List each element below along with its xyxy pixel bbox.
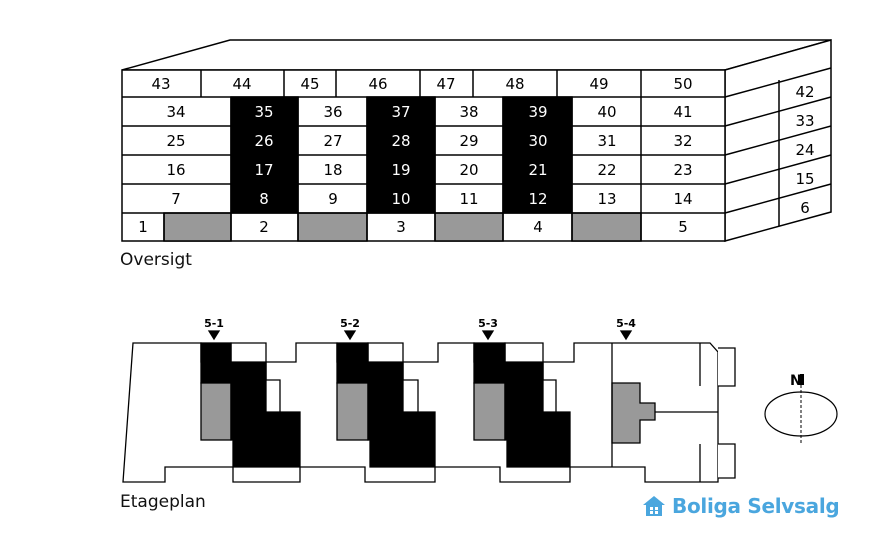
unit-5-2 [336, 342, 436, 468]
unit-14: 14 [673, 190, 692, 208]
compass-north-label: N [790, 373, 802, 389]
unit-38: 38 [459, 103, 478, 121]
unit-40: 40 [597, 103, 616, 121]
ground-grey-1 [163, 212, 232, 242]
marker-arrow-5-1 [207, 330, 221, 341]
unit-5-3 [473, 342, 571, 468]
ground-grey-3 [434, 212, 504, 242]
unit-7: 7 [171, 190, 181, 208]
unit-26: 26 [254, 132, 273, 150]
unit-5-1 [200, 342, 301, 468]
unit-3: 3 [396, 218, 406, 236]
floor-plan [122, 330, 736, 483]
unit-36: 36 [323, 103, 342, 121]
unit-28: 28 [391, 132, 410, 150]
unit-25: 25 [166, 132, 185, 150]
marker-arrow-5-4 [619, 330, 633, 341]
unit-50: 50 [673, 75, 692, 93]
marker-label-5-4: 5-4 [616, 317, 636, 330]
unit-49: 49 [589, 75, 608, 93]
unit-18: 18 [323, 161, 342, 179]
marker-arrow-5-2 [343, 330, 357, 341]
unit-15: 15 [795, 170, 814, 188]
ground-grey-2 [297, 212, 368, 242]
unit-23: 23 [673, 161, 692, 179]
unit-22: 22 [597, 161, 616, 179]
brand-logo: Boliga Selvsalg [642, 492, 840, 520]
roof-face [121, 39, 832, 71]
unit-1: 1 [138, 218, 148, 236]
unit-24: 24 [795, 141, 814, 159]
unit-42: 42 [795, 83, 814, 101]
unit-46: 46 [368, 75, 387, 93]
compass-icon: N [764, 373, 838, 443]
unit-19: 19 [391, 161, 410, 179]
unit-39: 39 [528, 103, 547, 121]
unit-16: 16 [166, 161, 185, 179]
unit-12: 12 [528, 190, 547, 208]
unit-30: 30 [528, 132, 547, 150]
brand-name: Boliga Selvsalg [672, 494, 840, 518]
unit-32: 32 [673, 132, 692, 150]
unit-13: 13 [597, 190, 616, 208]
marker-label-5-3: 5-3 [478, 317, 498, 330]
marker-label-5-2: 5-2 [340, 317, 360, 330]
unit-5: 5 [678, 218, 688, 236]
unit-41: 41 [673, 103, 692, 121]
unit-33: 33 [795, 112, 814, 130]
unit-9: 9 [328, 190, 338, 208]
unit-29: 29 [459, 132, 478, 150]
unit-17: 17 [254, 161, 273, 179]
unit-11: 11 [459, 190, 478, 208]
unit-48: 48 [505, 75, 524, 93]
unit-2: 2 [259, 218, 269, 236]
unit-45: 45 [300, 75, 319, 93]
unit-44: 44 [232, 75, 251, 93]
unit-43: 43 [151, 75, 170, 93]
unit-6: 6 [800, 199, 810, 217]
overview-diagram [121, 39, 832, 242]
end-annex [718, 347, 736, 479]
caption-floorplan: Etageplan [120, 492, 206, 512]
unit-35: 35 [254, 103, 273, 121]
unit-8: 8 [259, 190, 269, 208]
unit-34: 34 [166, 103, 185, 121]
unit-21: 21 [528, 161, 547, 179]
unit-27: 27 [323, 132, 342, 150]
unit-31: 31 [597, 132, 616, 150]
unit-5-4 [611, 343, 718, 482]
caption-overview: Oversigt [120, 250, 192, 270]
unit-20: 20 [459, 161, 478, 179]
unit-37: 37 [391, 103, 410, 121]
marker-arrow-5-3 [481, 330, 495, 341]
marker-label-5-1: 5-1 [204, 317, 224, 330]
house-icon [643, 496, 665, 516]
ground-grey-4 [571, 212, 642, 242]
unit-10: 10 [391, 190, 410, 208]
unit-47: 47 [436, 75, 455, 93]
unit-4: 4 [533, 218, 543, 236]
